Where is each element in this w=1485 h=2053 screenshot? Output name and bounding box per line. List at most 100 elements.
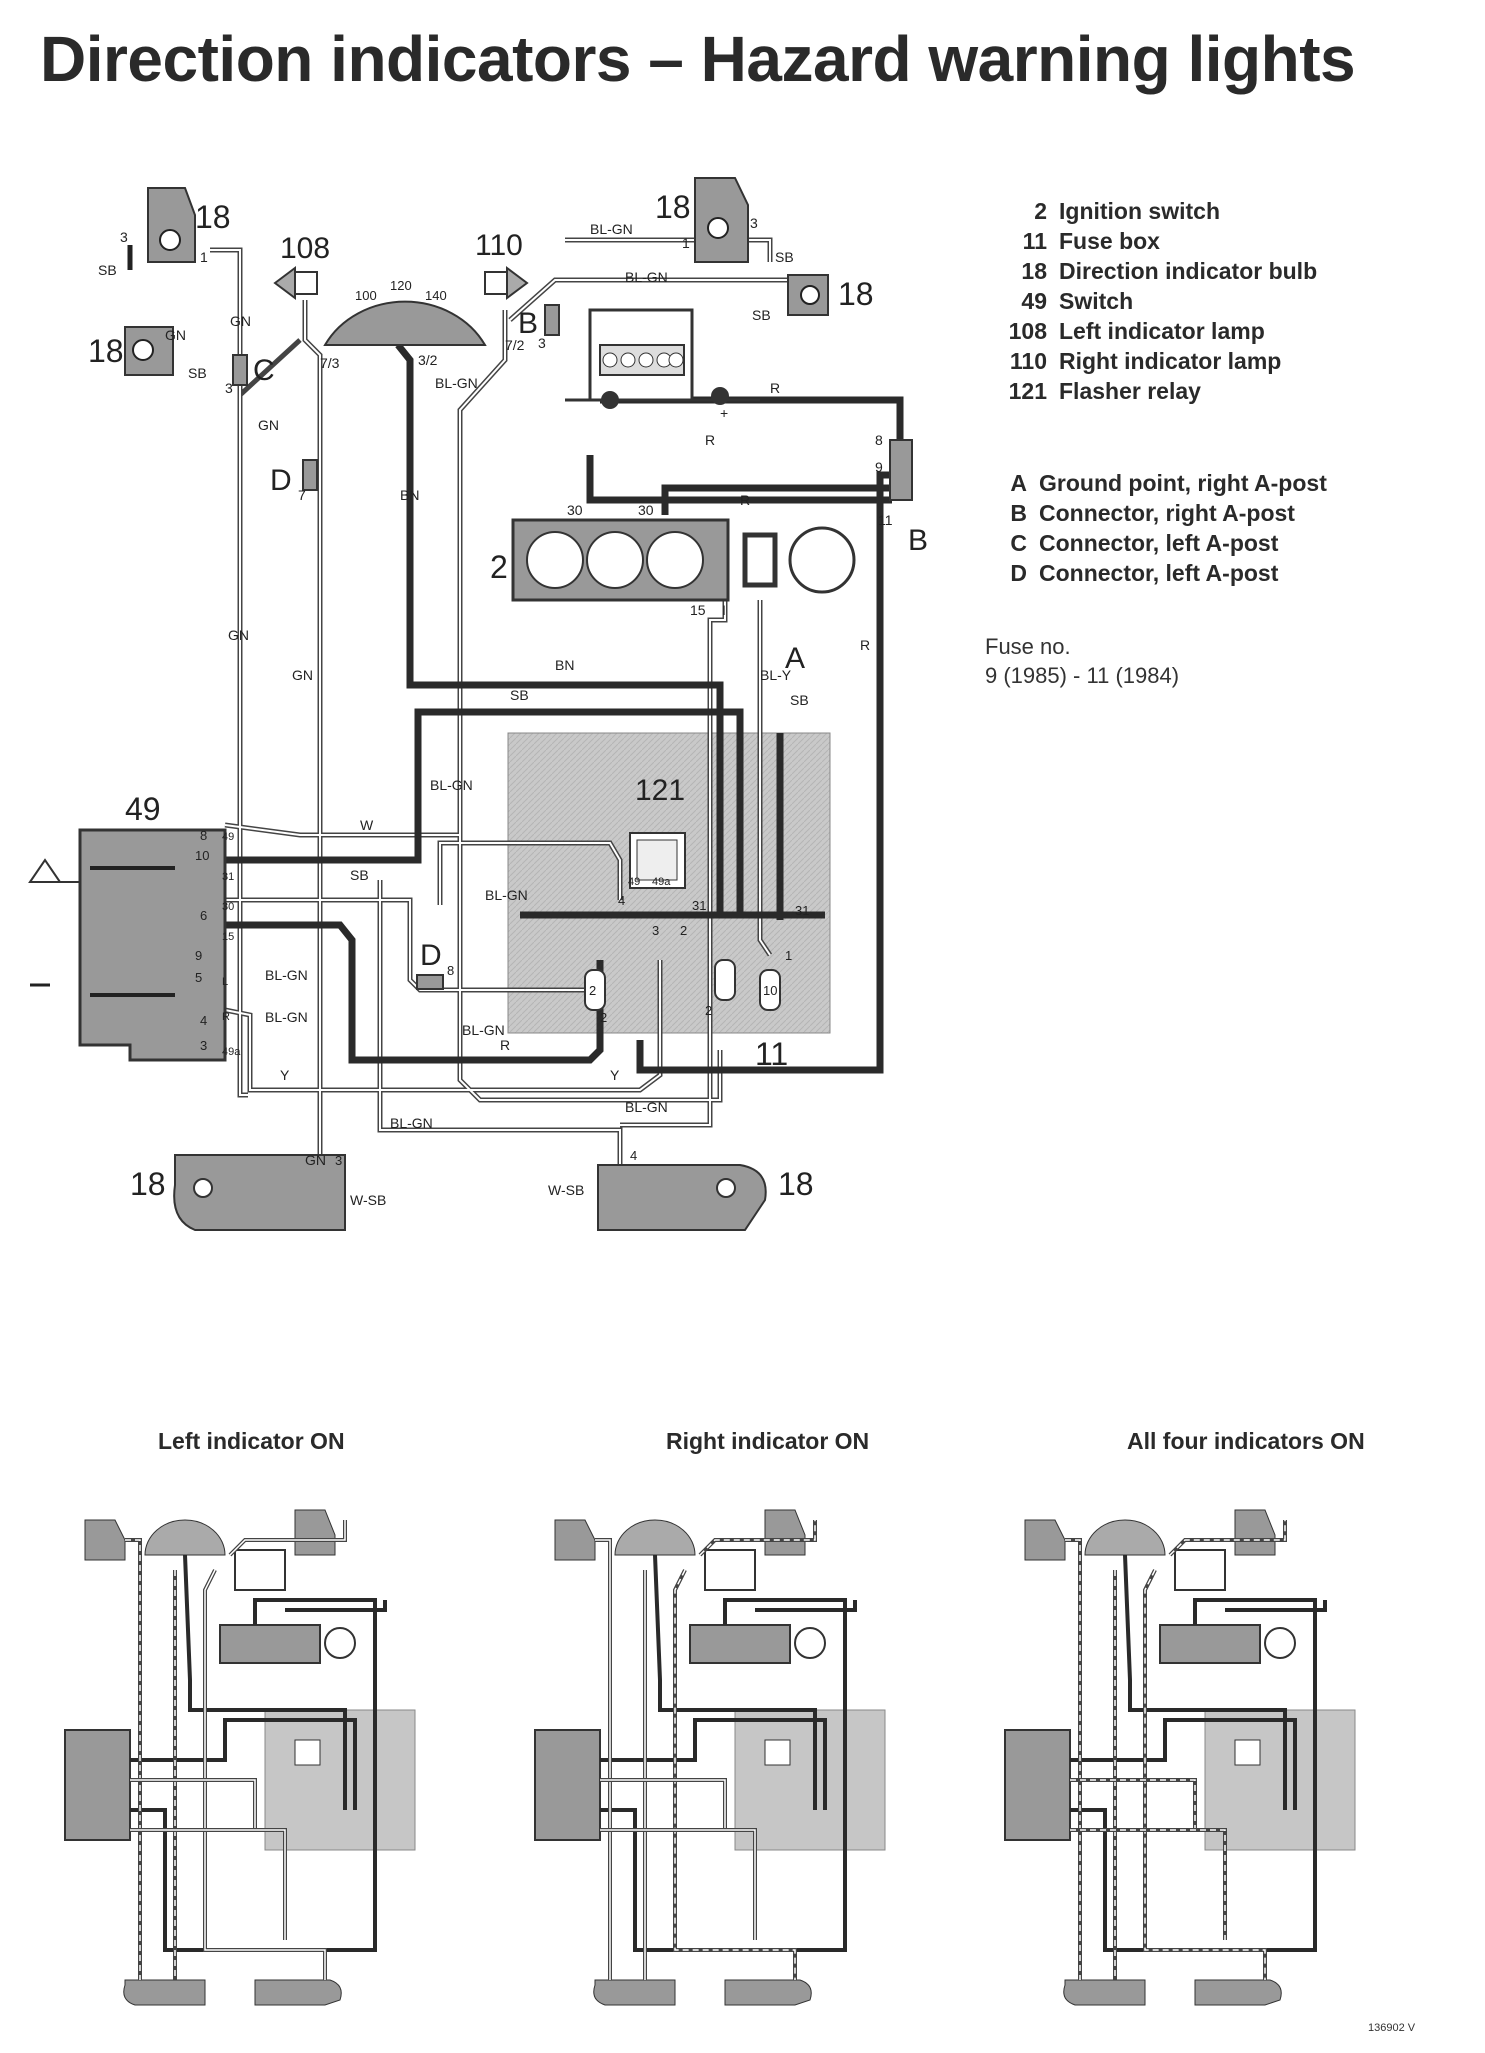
mini-gauge [1084, 1519, 1166, 1556]
svg-text:BL-GN: BL-GN [265, 1009, 308, 1025]
mini-bulb-icon [1024, 1519, 1066, 1561]
svg-text:D: D [420, 939, 442, 972]
legend-text: Connector, left A-post [1039, 559, 1279, 586]
svg-text:W-SB: W-SB [548, 1182, 584, 1198]
mini-switch [1004, 1729, 1071, 1841]
mini-gauge-dial [794, 1627, 826, 1659]
connector-b-right: 8 9 11 B R R R [705, 432, 928, 653]
svg-text:18: 18 [655, 189, 691, 225]
mini-wire-core [1065, 1539, 1081, 1980]
svg-text:18: 18 [195, 199, 231, 235]
svg-text:SB: SB [775, 249, 794, 265]
svg-text:30: 30 [567, 502, 583, 518]
svg-text:2: 2 [705, 1003, 712, 1018]
mini-gauge [144, 1519, 226, 1556]
mini-bulb-icon [294, 1509, 336, 1556]
svg-text:10: 10 [195, 848, 209, 863]
legend-number: 2 [1034, 197, 1047, 224]
svg-text:I: I [722, 602, 726, 618]
svg-text:BL-Y: BL-Y [760, 667, 792, 683]
svg-text:SB: SB [350, 867, 369, 883]
svg-text:3: 3 [652, 923, 659, 938]
legend-text: Switch [1059, 287, 1134, 314]
svg-text:B: B [908, 524, 928, 557]
svg-text:4: 4 [200, 1013, 207, 1028]
connector-b-upper: B 3 BL-GN BL-GN BL-GN [435, 221, 668, 391]
mini-wire-core [595, 1539, 611, 1980]
svg-text:Y: Y [610, 1067, 620, 1083]
svg-text:GN: GN [292, 667, 313, 683]
legend-letter: C [1010, 529, 1027, 556]
mini-relay [1234, 1739, 1261, 1766]
svg-text:GN: GN [305, 1152, 326, 1168]
legend-text: Connector, right A-post [1039, 499, 1295, 526]
svg-text:SB: SB [510, 687, 529, 703]
legend-number: 49 [1021, 287, 1047, 314]
instrument-gauge: 100 120 140 3/2 [323, 278, 487, 368]
svg-text:108: 108 [280, 232, 330, 265]
mini-bulb-icon [84, 1519, 126, 1561]
svg-text:Y: Y [280, 1067, 290, 1083]
svg-text:BL-GN: BL-GN [265, 967, 308, 983]
bulb-18-top-right: 18 1 3 SB [655, 177, 794, 265]
mini-wire-core [130, 1829, 286, 1940]
bulb-18-right-mid: 18 SB [752, 274, 874, 323]
wiring-diagram: 18 3 SB 1 18 GN SB GN C 3 GN D 7 GN GN 1… [28, 177, 928, 1231]
mini-bulb-bottom [1063, 1979, 1146, 2006]
svg-text:+: + [720, 405, 728, 421]
mini-wire-core [674, 1569, 796, 1980]
svg-text:11: 11 [878, 512, 893, 528]
svg-text:121: 121 [635, 774, 685, 807]
svg-text:7/2: 7/2 [505, 337, 525, 353]
svg-text:SB: SB [790, 692, 809, 708]
bulb-18-left-mid: 18 GN SB GN [88, 313, 251, 381]
mini-wire [600, 1778, 727, 1830]
svg-text:GN: GN [165, 327, 186, 343]
svg-text:18: 18 [88, 333, 124, 369]
mini-bulb-icon [764, 1509, 806, 1556]
svg-text:3: 3 [750, 215, 758, 231]
mini-fuse-box-area [264, 1709, 416, 1851]
mini-wire [130, 1828, 287, 1940]
mini-wire [1225, 1600, 1327, 1612]
legend-text: Fuse box [1059, 227, 1160, 254]
svg-text:BL-GN: BL-GN [485, 887, 528, 903]
svg-text:2: 2 [680, 923, 687, 938]
svg-text:GN: GN [230, 313, 251, 329]
instrument-cluster: + R [565, 308, 780, 421]
svg-text:5: 5 [195, 970, 202, 985]
mini-bulb-icon [1234, 1509, 1276, 1556]
right-indicator-lamp-110: 110 7/2 [475, 229, 529, 353]
mini-bulb-icon [554, 1519, 596, 1561]
mini-wire [1070, 1828, 1227, 1940]
svg-text:A: A [785, 642, 805, 675]
svg-text:18: 18 [130, 1166, 166, 1202]
mini-switch [64, 1729, 131, 1841]
svg-text:W-SB: W-SB [350, 1192, 386, 1208]
bulb-18-top-left: 18 3 SB 1 [98, 187, 231, 278]
svg-text:BN: BN [555, 657, 574, 673]
mini-instrument-cluster [1174, 1549, 1226, 1591]
mini-diagram-all [1004, 1509, 1356, 2006]
legend-letter: A [1010, 469, 1027, 496]
mini-bulb-bottom [724, 1979, 812, 2006]
svg-text:15: 15 [222, 931, 234, 943]
svg-text:1: 1 [785, 948, 792, 963]
mini-wire [600, 1828, 757, 1940]
svg-text:7: 7 [298, 487, 306, 503]
svg-text:3: 3 [225, 380, 233, 396]
switch-49: 49 8 10 6 9 5 4 3 49 31 30 15 L R 49a W … [28, 777, 668, 1131]
svg-text:8: 8 [875, 432, 883, 448]
svg-text:BL-GN: BL-GN [430, 777, 473, 793]
connector-d-lower: D 8 [416, 939, 454, 990]
mini-wire-core [204, 1569, 326, 1980]
svg-text:GN: GN [228, 627, 249, 643]
svg-text:B: B [518, 307, 538, 340]
